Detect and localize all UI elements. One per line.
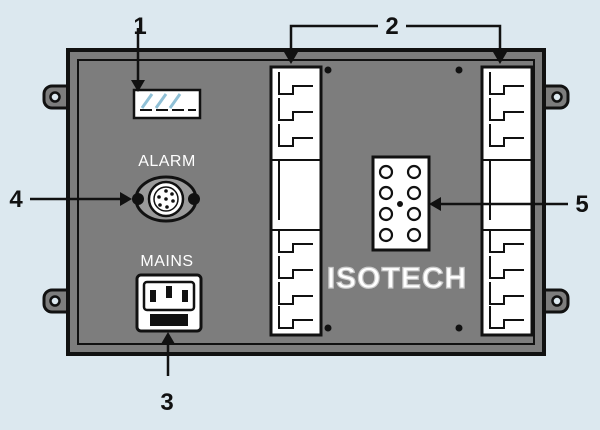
callout-2: 2 — [385, 13, 398, 40]
connector-strip-right — [480, 65, 534, 337]
mains-socket — [135, 273, 203, 333]
callout-3: 3 — [160, 389, 173, 416]
ear-hole — [49, 91, 61, 103]
mains-label: MAINS — [140, 253, 193, 270]
alarm-label: ALARM — [138, 153, 196, 170]
display-window — [132, 88, 202, 120]
callout-1: 1 — [133, 13, 146, 40]
pin-socket-block — [371, 155, 431, 252]
callout-lines — [30, 24, 568, 376]
panel-screws — [324, 66, 463, 332]
callout-arrowheads — [120, 52, 507, 344]
callout-5: 5 — [575, 191, 588, 218]
connector-strip-left — [269, 65, 323, 337]
ear-hole — [49, 295, 61, 307]
callout-4: 4 — [9, 186, 23, 213]
alarm-connector — [132, 175, 200, 223]
rear-panel-inner-border — [77, 59, 535, 345]
ear-hole — [551, 91, 563, 103]
ear-hole — [551, 295, 563, 307]
isotech-logo: ISOTECH — [327, 262, 467, 295]
